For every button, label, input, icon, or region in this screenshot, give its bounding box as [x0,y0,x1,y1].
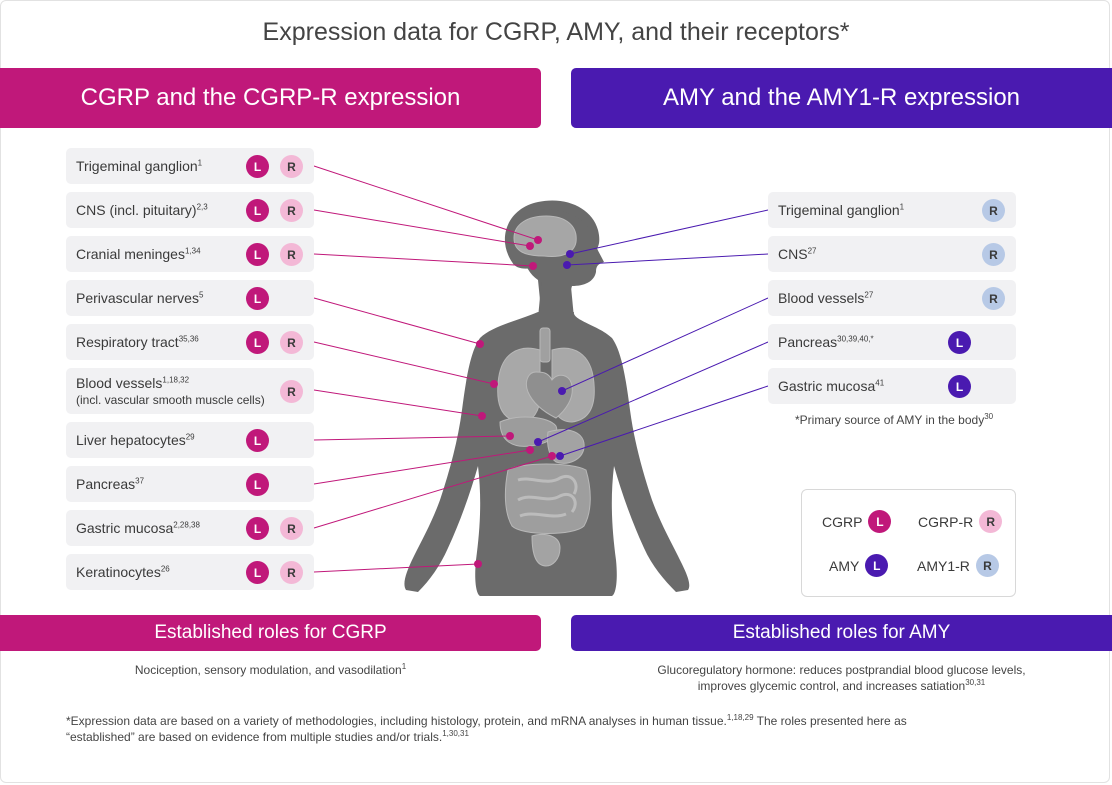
item-ref: 41 [875,378,885,388]
amy-receptor-badge: R [982,199,1005,222]
item-label: Gastric mucosa [76,520,174,536]
cgrp-ligand-badge: L [246,287,269,310]
item-ref: 1 [197,158,203,168]
cgrp-ligand-badge: L [246,517,269,540]
legend-cgrp-badge: L [868,510,892,533]
cgrp-ligand-badge: L [246,473,269,496]
amy-roles-header: Established roles for AMY [571,615,1112,651]
cgrp-item-liver-hepatocytes: Liver hepatocytes29 L [66,422,314,458]
item-label: CNS (incl. pituitary) [76,202,197,218]
item-ref: 29 [185,432,195,442]
cgrp-header: CGRP and the CGRP-R expression [0,68,541,128]
amy-item-trigeminal-ganglion: Trigeminal ganglion1 R [768,192,1016,228]
amy-item-blood-vessels: Blood vessels27 R [768,280,1016,316]
cgrp-ligand-badge: L [246,561,269,584]
cgrp-item-blood-vessels: Blood vessels1,18,32 (incl. vascular smoo… [66,368,314,414]
cgrp-roles-text: Nociception, sensory modulation, and vas… [134,662,407,678]
amy-receptor-badge: R [982,287,1005,310]
cgrp-ligand-badge: L [246,155,269,178]
amy-header: AMY and the AMY1-R expression [571,68,1112,128]
item-ref: 35,36 [178,334,199,344]
item-label: Pancreas [778,334,838,350]
cgrp-connector-lines [313,165,553,573]
item-ref: 27 [864,290,874,300]
item-label: Cranial meninges [76,246,185,262]
organs [497,215,595,567]
cgrp-endpoints [474,236,556,568]
cgrp-item-cns: CNS (incl. pituitary)2,3 L R [66,192,314,228]
item-sublabel: (incl. vascular smooth muscle cells) [76,393,265,407]
legend-cgrp-r-badge: R [979,510,1003,533]
cgrp-ligand-badge: L [246,243,269,266]
item-label: Trigeminal ganglion [76,158,198,174]
amy-source-note: *Primary source of AMY in the body30 [795,412,994,428]
item-label: Perivascular nerves [76,290,199,306]
item-ref: 37 [135,476,145,486]
item-ref: 1 [899,202,905,212]
cgrp-receptor-badge: R [280,561,303,584]
amy-connector-lines [537,209,769,457]
cgrp-item-gastric-mucosa: Gastric mucosa2,28,38 L R [66,510,314,546]
item-ref: 2,28,38 [173,520,200,530]
cgrp-item-respiratory-tract: Respiratory tract35,36 L R [66,324,314,360]
item-label: Respiratory tract [76,334,179,350]
cgrp-receptor-badge: R [280,155,303,178]
amy-endpoints [534,250,574,460]
item-ref: 26 [160,564,170,574]
item-ref: 27 [807,246,817,256]
item-ref: 5 [198,290,204,300]
amy-roles-text: Glucoregulatory hormone: reduces postpra… [657,663,1026,693]
item-label: Blood vessels [778,290,865,306]
amy-ligand-badge: L [948,331,971,354]
amy-receptor-badge: R [982,243,1005,266]
item-ref: 2,3 [196,202,208,212]
legend-amy1-r: AMY1-R R [917,554,999,577]
legend-cgrp: CGRP L [822,510,892,533]
cgrp-item-keratinocytes: Keratinocytes26 L R [66,554,314,590]
item-label: Blood vessels [76,375,163,391]
item-label: Liver hepatocytes [76,432,186,448]
item-ref: 30,39,40,* [837,334,874,344]
cgrp-roles-header: Established roles for CGRP [0,615,541,651]
legend: CGRP L CGRP-R R AMY L AMY1-R R [801,489,1016,597]
page-title: Expression data for CGRP, AMY, and their… [262,18,850,46]
item-label: Trigeminal ganglion [778,202,900,218]
amy-item-pancreas: Pancreas30,39,40,* L [768,324,1016,360]
legend-cgrp-r: CGRP-R R [918,510,1003,533]
cgrp-ligand-badge: L [246,429,269,452]
amy-item-gastric-mucosa: Gastric mucosa41 L [768,368,1016,404]
legend-amy: AMY L [829,554,889,577]
item-label: CNS [778,246,808,262]
cgrp-receptor-badge: R [280,380,303,403]
cgrp-receptor-badge: R [280,331,303,354]
cgrp-item-trigeminal-ganglion: Trigeminal ganglion1 L R [66,148,314,184]
cgrp-item-pancreas: Pancreas37 L [66,466,314,502]
cgrp-ligand-badge: L [246,199,269,222]
amy-ligand-badge: L [948,375,971,398]
item-ref: 1,34 [184,246,201,256]
item-label: Keratinocytes [76,564,161,580]
legend-amy-badge: L [865,554,889,577]
cgrp-receptor-badge: R [280,199,303,222]
item-label: Gastric mucosa [778,378,876,394]
amy-item-cns: CNS27 R [768,236,1016,272]
cgrp-receptor-badge: R [280,243,303,266]
cgrp-ligand-badge: L [246,331,269,354]
footnote: *Expression data are based on a variety … [66,713,907,745]
item-ref: 1,18,32 [162,375,190,385]
item-label: Pancreas [76,476,136,492]
cgrp-item-cranial-meninges: Cranial meninges1,34 L R [66,236,314,272]
cgrp-item-perivascular-nerves: Perivascular nerves5 L [66,280,314,316]
cgrp-receptor-badge: R [280,517,303,540]
legend-amy1-r-badge: R [975,554,999,577]
